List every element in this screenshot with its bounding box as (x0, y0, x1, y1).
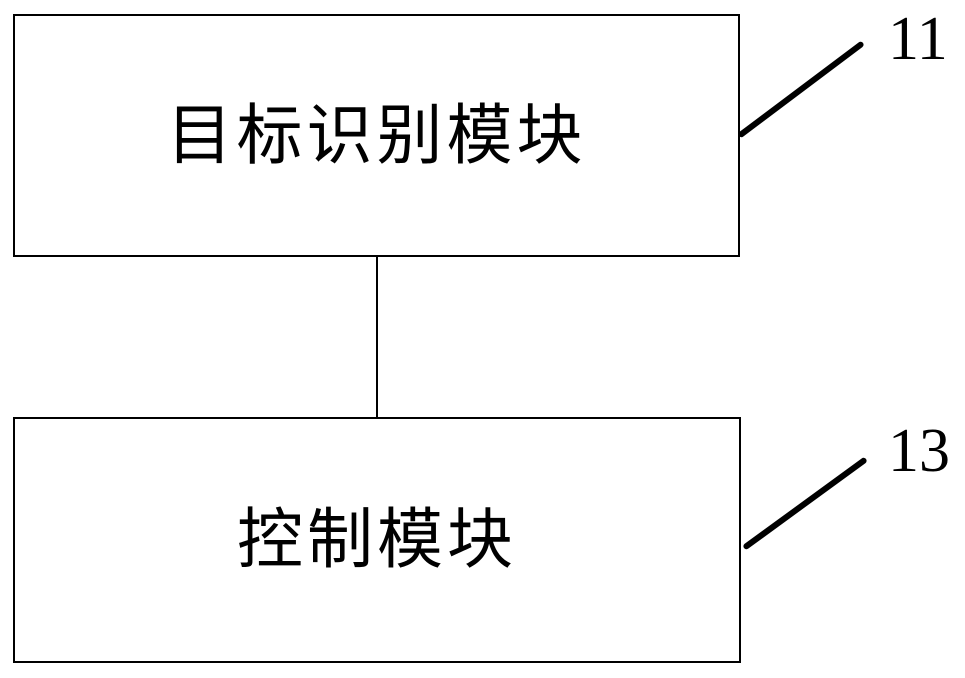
module-box-target-recognition: 目标识别模块 (13, 14, 740, 257)
module-label-control: 控制模块 (237, 501, 517, 578)
module-box-control: 控制模块 (13, 417, 741, 663)
callout-line-13 (742, 456, 868, 551)
ref-label-11: 11 (888, 5, 948, 73)
ref-label-13: 13 (888, 417, 950, 485)
module-label-target-recognition: 目标识别模块 (166, 96, 587, 174)
connector-line (376, 257, 378, 417)
callout-line-11 (737, 40, 865, 139)
